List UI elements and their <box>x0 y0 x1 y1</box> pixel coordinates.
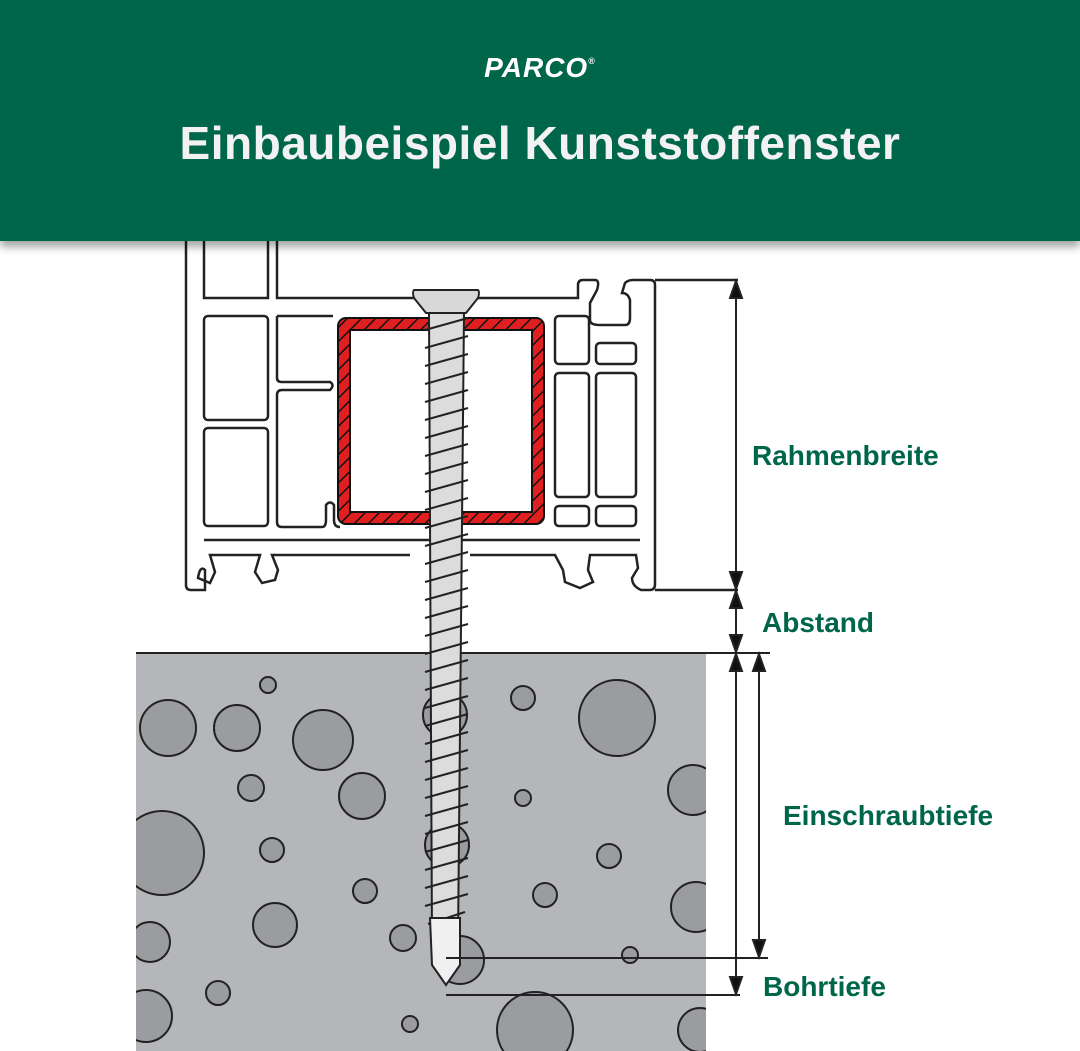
dimension-lines <box>446 277 768 998</box>
logo-text: PARCO <box>484 52 589 83</box>
frame-screw <box>412 289 480 987</box>
registered-mark: ® <box>588 56 596 66</box>
page-title: Einbaubeispiel Kunststoffenster <box>179 117 901 169</box>
dimension-label-einschraubtiefe: Einschraubtiefe <box>783 800 994 831</box>
parco-logo: PARCO® <box>0 52 1080 84</box>
window-frame-profile <box>184 241 738 592</box>
dimension-label-bohrtiefe: Bohrtiefe <box>763 971 886 1002</box>
dimension-label-abstand: Abstand <box>762 607 874 638</box>
dimension-label-rahmenbreite: Rahmenbreite <box>752 440 939 471</box>
header-banner: PARCO® Einbaubeispiel Kunststoffenster <box>0 0 1080 241</box>
